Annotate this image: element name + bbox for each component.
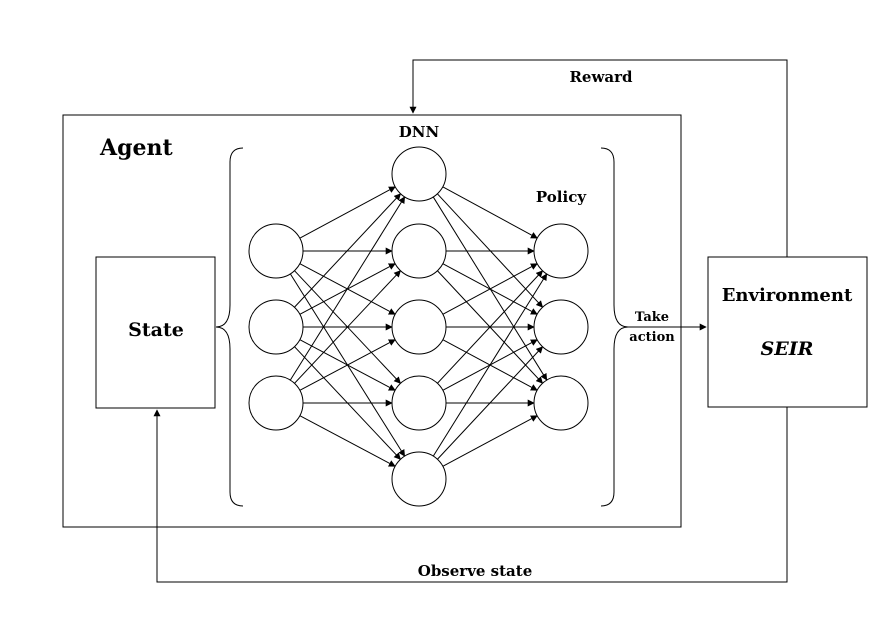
hidden-node-4 [391,375,447,431]
network-nodes [248,146,589,507]
hidden-node-5 [391,451,447,507]
connection-input-3-hidden-2 [294,270,401,384]
reward-label: Reward [569,68,633,86]
observe-state-arrow [153,407,788,583]
connection-input-3-hidden-1 [289,196,406,381]
state-box [95,256,216,409]
agent-box [62,114,682,528]
policy-label: Policy [536,188,587,206]
hidden-node-2 [391,223,447,279]
environment-label: Environment [722,285,853,306]
environment-model-label: SEIR [761,338,814,360]
connection-hidden-5-output-1 [432,273,548,457]
connection-input-3-hidden-3 [299,339,396,391]
connection-hidden-5-output-2 [437,346,544,460]
connection-hidden-3-output-1 [442,263,538,315]
take-action-label-line2: action [629,330,675,345]
take-action-label-line1: Take [635,310,669,325]
output-node-3 [533,375,589,431]
observe-state-label: Observe state [418,562,533,580]
connection-hidden-4-output-1 [437,270,544,384]
input-node-1 [248,223,304,279]
connection-input-3-hidden-5 [299,415,396,467]
input-node-3 [248,375,304,431]
dnn-label: DNN [399,123,440,141]
agent-label: Agent [99,135,173,161]
connection-input-2-hidden-1 [294,193,402,308]
connection-input-1-hidden-1 [299,186,396,239]
environment-box [707,256,868,408]
output-node-1 [533,223,589,279]
hidden-node-1 [391,146,447,202]
hidden-node-3 [391,299,447,355]
network-connections [289,186,548,467]
right-brace [600,147,629,507]
output-node-2 [533,299,589,355]
input-node-2 [248,299,304,355]
connection-hidden-5-output-3 [442,415,538,467]
connection-hidden-1-output-1 [442,186,538,239]
state-label: State [128,319,184,341]
left-brace [215,147,244,507]
reward-arrow [409,59,788,257]
